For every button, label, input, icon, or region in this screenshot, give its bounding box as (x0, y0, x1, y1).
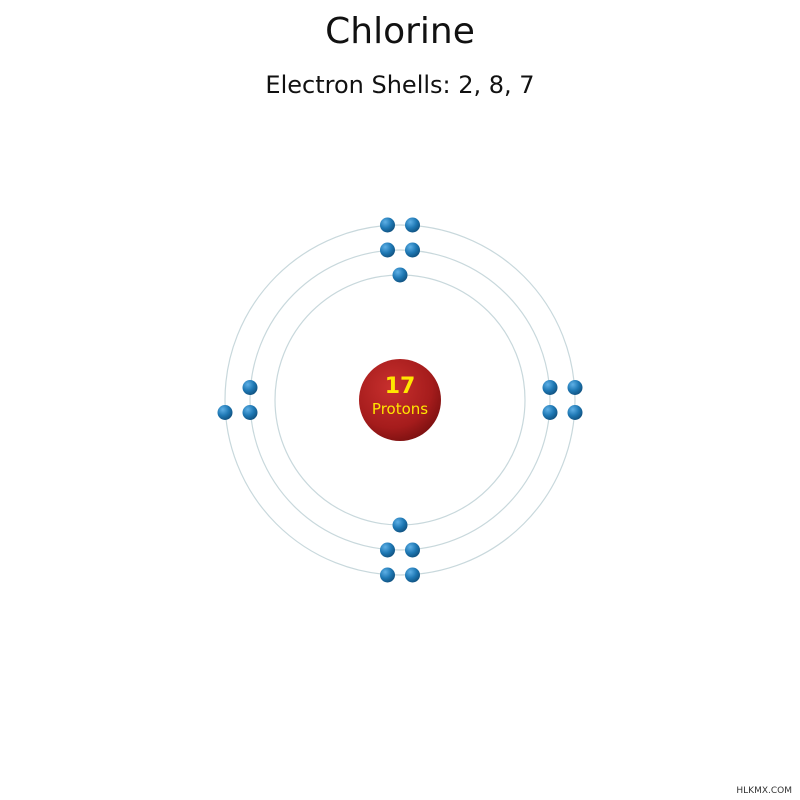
proton-label: Protons (372, 400, 428, 418)
electron-shells-subtitle: Electron Shells: 2, 8, 7 (265, 71, 535, 99)
site-credit: HLKMX.COM (736, 786, 792, 796)
electron-shell-2 (405, 542, 420, 558)
electron-shell-2 (405, 242, 420, 258)
electron-shell-2 (542, 405, 558, 420)
nucleus: 17 Protons (359, 359, 441, 441)
electron-shell-1 (392, 517, 408, 533)
orbit-shell-2 (249, 249, 551, 551)
electron-shell-3 (567, 405, 583, 420)
electron-shell-3 (405, 567, 420, 583)
electrons (217, 217, 583, 583)
nucleus-sphere (359, 359, 441, 441)
element-name-title: Chlorine (325, 11, 475, 52)
electron-shell-3 (380, 567, 395, 583)
orbit-shell-3 (224, 224, 576, 576)
electron-shell-2 (380, 242, 395, 258)
electron-shell-1 (392, 267, 408, 283)
electron-shell-3 (405, 217, 420, 233)
electron-shell-2 (380, 542, 395, 558)
electron-shell-2 (242, 405, 258, 420)
electron-shell-3 (567, 380, 583, 395)
electron-shell-2 (242, 380, 258, 395)
electron-shell-2 (542, 380, 558, 395)
electron-shell-3 (217, 405, 233, 420)
proton-count: 17 (385, 374, 416, 399)
electron-shell-3 (380, 217, 395, 233)
